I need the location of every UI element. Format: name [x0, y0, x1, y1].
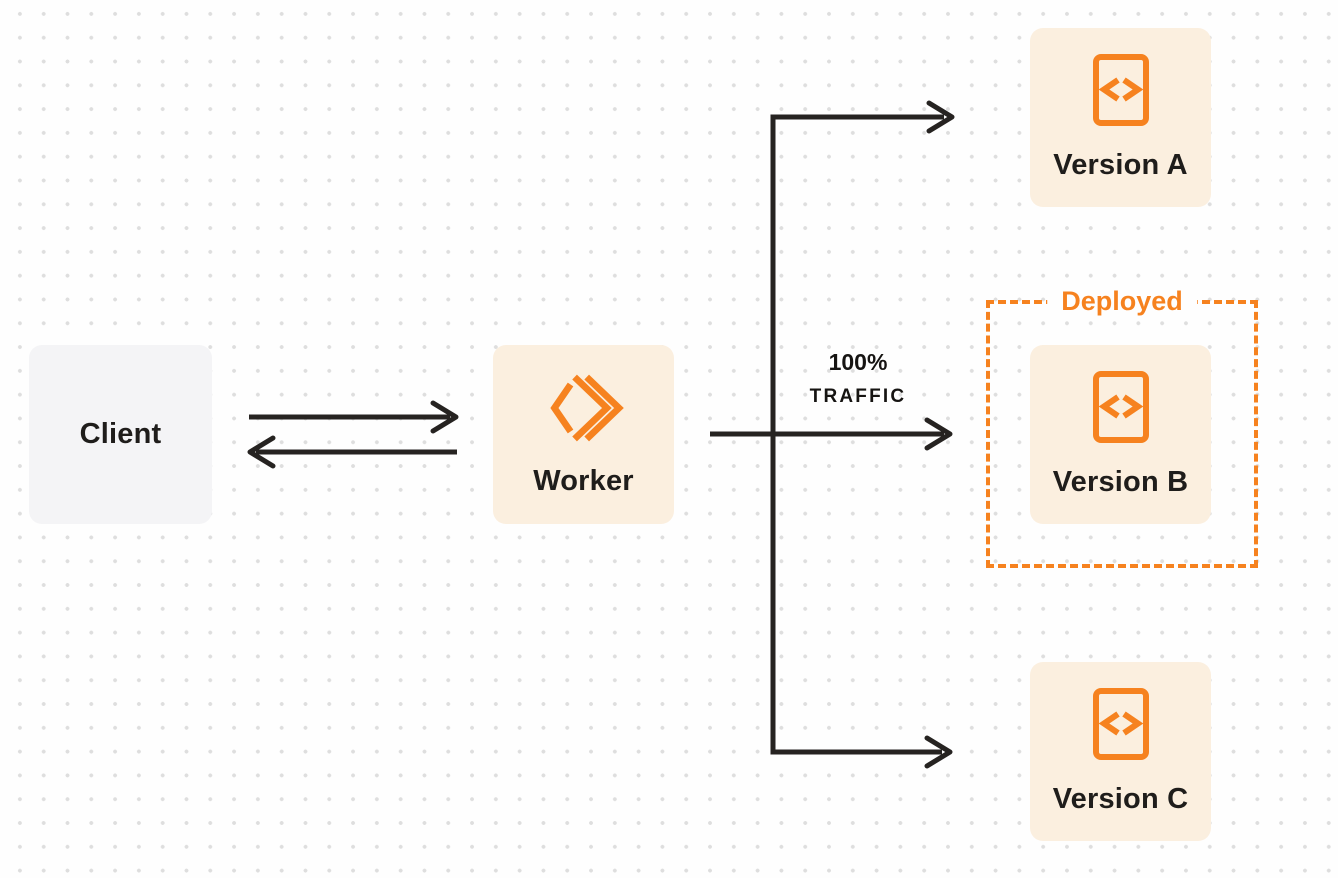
arrow-client-to-worker	[249, 400, 459, 434]
worker-node: Worker	[493, 345, 674, 524]
arrow-branch-to-version-c	[770, 735, 953, 769]
traffic-word: TRAFFIC	[809, 386, 907, 407]
code-file-icon	[1092, 687, 1149, 765]
arrow-worker-to-client	[247, 435, 457, 469]
client-node-label: Client	[79, 418, 162, 450]
code-file-icon	[1092, 53, 1149, 131]
deployed-outline-box: Deployed	[986, 286, 1258, 568]
version-a-node: Version A	[1030, 28, 1211, 207]
arrow-branch-to-version-a	[770, 100, 955, 134]
version-c-label: Version C	[1052, 782, 1189, 815]
traffic-annotation: 100% TRAFFIC	[788, 349, 928, 407]
deployed-label: Deployed	[1047, 286, 1197, 318]
client-node: Client	[29, 345, 212, 524]
worker-chevrons-icon	[543, 372, 625, 449]
version-b-node: Version B	[1030, 345, 1211, 524]
version-c-node: Version C	[1030, 662, 1211, 841]
arrow-worker-to-version-b	[710, 417, 953, 451]
code-file-icon	[1092, 370, 1149, 448]
version-a-label: Version A	[1053, 148, 1188, 181]
traffic-percentage: 100%	[828, 349, 888, 375]
worker-node-label: Worker	[533, 464, 634, 497]
version-b-label: Version B	[1052, 465, 1189, 498]
